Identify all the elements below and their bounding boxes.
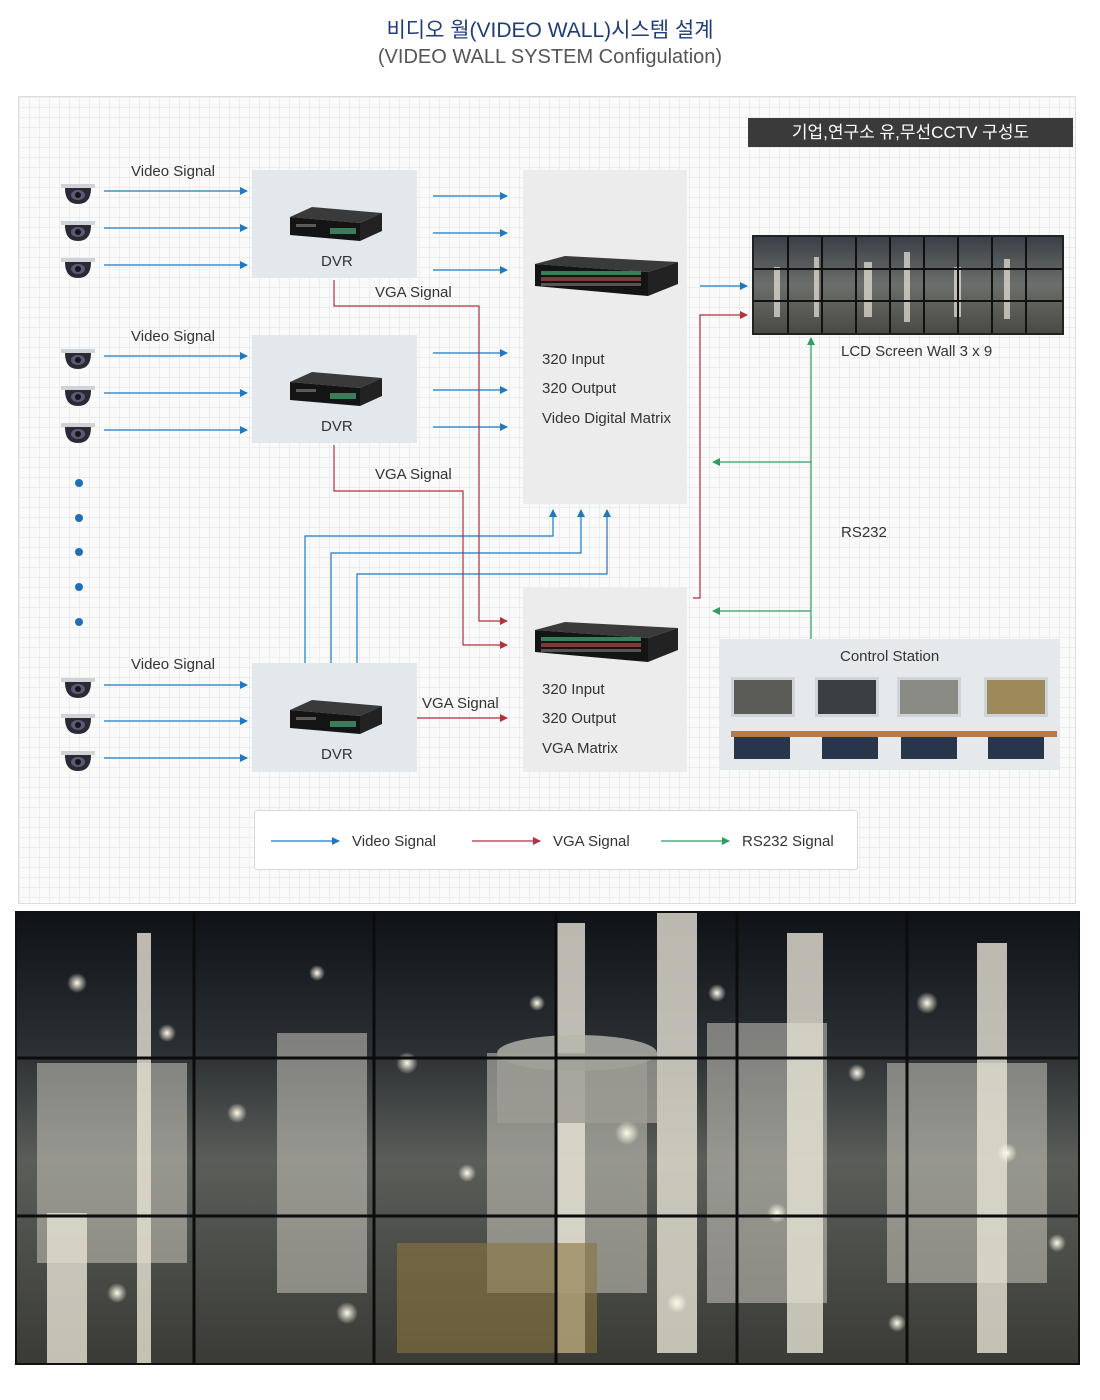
- vga-signal-label-3: VGA Signal: [422, 695, 499, 712]
- video-wall-photo: [15, 911, 1080, 1365]
- video-signal-label-1: Video Signal: [131, 163, 215, 180]
- vga-signal-label-1: VGA Signal: [375, 284, 452, 301]
- legend-vga-label: VGA Signal: [553, 833, 630, 850]
- dvr-device-icon: [290, 700, 382, 734]
- ellipsis-dot: [75, 548, 83, 556]
- legend-rs232-label: RS232 Signal: [742, 833, 834, 850]
- monitor-icon: [731, 677, 1048, 717]
- diagram-badge: 기업,연구소 유,무선CCTV 구성도: [748, 118, 1073, 147]
- dome-camera-icon: [61, 751, 95, 771]
- matrix-device-icon: [535, 622, 678, 662]
- dvr-label-3: DVR: [321, 746, 353, 763]
- page-subtitle: (VIDEO WALL SYSTEM Configulation): [377, 46, 723, 68]
- legend: Video Signal VGA Signal RS232 Signal: [254, 810, 858, 870]
- dome-camera-icon: [61, 258, 95, 278]
- dome-camera-icon: [61, 714, 95, 734]
- digital-matrix-line3: Video Digital Matrix: [542, 410, 671, 427]
- ellipsis-dot: [75, 479, 83, 487]
- rs232-label: RS232: [841, 524, 887, 541]
- dome-camera-icon: [61, 221, 95, 241]
- matrix-device-icon: [535, 256, 678, 296]
- vga-signal-label-2: VGA Signal: [375, 466, 452, 483]
- ellipsis-dot: [75, 583, 83, 591]
- control-station-label: Control Station: [840, 648, 940, 665]
- lcd-screen-wall: [752, 235, 1064, 335]
- screen-wall-label: LCD Screen Wall 3 x 9: [841, 343, 993, 360]
- vga-matrix-line2: 320 Output: [542, 710, 617, 727]
- dome-camera-icon: [61, 678, 95, 698]
- dome-camera-icon: [61, 184, 95, 204]
- dvr-label-1: DVR: [321, 253, 353, 270]
- control-station: Control Station: [719, 639, 1060, 770]
- dvr-device-icon: [290, 372, 382, 406]
- legend-video-label: Video Signal: [352, 833, 436, 850]
- ellipsis-dot: [75, 514, 83, 522]
- ellipsis-dot: [75, 618, 83, 626]
- page-title: 비디오 월(VIDEO WALL)시스템 설계: [386, 19, 714, 42]
- vga-matrix-box: [523, 587, 687, 772]
- dvr-label-2: DVR: [321, 418, 353, 435]
- video-signal-label-2: Video Signal: [131, 328, 215, 345]
- video-signal-label-3: Video Signal: [131, 656, 215, 673]
- dome-camera-icon: [61, 386, 95, 406]
- digital-matrix-box: [523, 170, 687, 504]
- dome-camera-icon: [61, 349, 95, 369]
- digital-matrix-line1: 320 Input: [542, 351, 605, 368]
- digital-matrix-line2: 320 Output: [542, 380, 617, 397]
- dome-camera-icon: [61, 423, 95, 443]
- dvr-device-icon: [290, 207, 382, 241]
- vga-matrix-line3: VGA Matrix: [542, 740, 618, 757]
- vga-matrix-line1: 320 Input: [542, 681, 605, 698]
